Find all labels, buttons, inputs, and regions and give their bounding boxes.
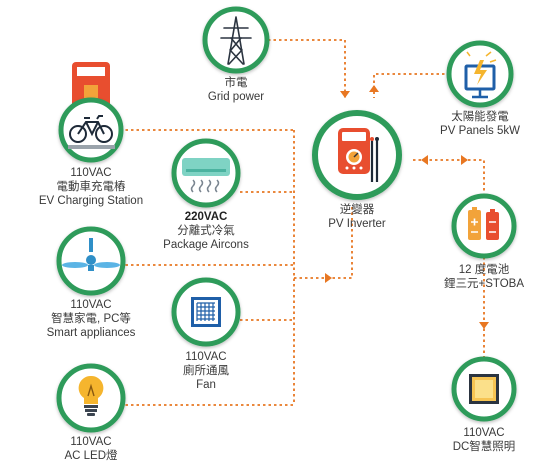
fan-label: 110VAC 廁所通風 Fan [166,350,246,392]
smart-appliances-label-en: Smart appliances [46,327,136,339]
node-battery [451,193,517,259]
dc-lighting-label: 110VAC DC智慧照明 [439,426,529,454]
battery-label-zh: 12 度電池 [458,264,510,276]
battery-label-tech: 鋰三元+STOBA [444,278,524,290]
arrow-pv-up [369,85,379,92]
inverter-label: 逆變器 PV Inverter [317,203,397,231]
led-panel-icon [469,374,499,404]
node-fan [171,277,241,347]
fan-voltage: 110VAC [185,351,227,363]
node-grid [202,6,270,74]
arrow-dc-down [479,322,489,329]
node-inverter [312,110,402,200]
connector-inverter-battery [413,159,485,196]
arrowheads [325,85,489,329]
smart-appliances-voltage: 110VAC [70,299,112,311]
grid-label-en: Grid power [207,91,265,103]
node-pv-panels [446,40,514,108]
bicycle-icon [69,115,113,143]
led-label-en: AC LED燈 [64,450,118,462]
grid-label-zh: 市電 [224,77,248,89]
ev-station-label-en: EV Charging Station [38,195,144,207]
ev-station-voltage: 110VAC [70,167,112,179]
aircon-label-en: Package Aircons [163,239,249,251]
ev-station-label-zh: 電動車充電樁 [56,181,126,193]
aircon-label-zh: 分離式冷氣 [177,225,235,237]
aircon-voltage: 220VAC [184,211,228,223]
inverter-label-zh: 逆變器 [339,204,375,216]
ceiling-fan-icon [62,238,120,271]
arrow-inverter-up [325,273,332,283]
node-led [56,363,126,433]
light-bulb-icon [78,375,104,416]
aircon-label: 220VAC 分離式冷氣 Package Aircons [146,210,266,252]
battery-label: 12 度電池 鋰三元+STOBA [427,263,541,291]
arrow-battery-right [461,155,468,165]
fan-label-zh: 廁所通風 [183,365,229,377]
connector-grid-inverter [268,39,346,98]
connector-pv-inverter [373,73,450,98]
grid-label: 市電 Grid power [196,76,276,104]
node-dc-lighting [451,356,517,422]
pv-panels-label: 太陽能發電 PV Panels 5kW [425,110,535,138]
smart-appliances-label: 110VAC 智慧家電, PC等 Smart appliances [26,298,156,340]
connector-bus-inverter [294,205,353,279]
node-smart-appliances [56,226,126,296]
node-ev-station [58,62,124,163]
power-tower-icon [220,16,252,65]
dc-lighting-label-zh: DC智慧照明 [452,441,516,453]
dc-lighting-voltage: 110VAC [463,427,505,439]
node-aircon [171,138,241,208]
smart-appliances-label-zh: 智慧家電, PC等 [51,313,131,325]
arrow-grid-down [340,91,350,98]
ev-station-label: 110VAC 電動車充電樁 EV Charging Station [21,166,161,208]
arrow-battery-left [421,155,428,165]
inverter-meter-icon [338,128,379,182]
led-label: 110VAC AC LED燈 [51,435,131,463]
inverter-label-en: PV Inverter [328,218,386,230]
battery-icon [468,207,499,240]
fan-label-en: Fan [196,379,216,391]
air-conditioner-icon [182,158,230,193]
solar-panel-icon [464,51,497,99]
pv-panels-label-zh: 太陽能發電 [451,111,509,123]
pv-panels-label-en: PV Panels 5kW [440,125,520,137]
led-voltage: 110VAC [70,436,112,448]
connectors [120,39,485,406]
vent-fan-icon [191,297,221,327]
